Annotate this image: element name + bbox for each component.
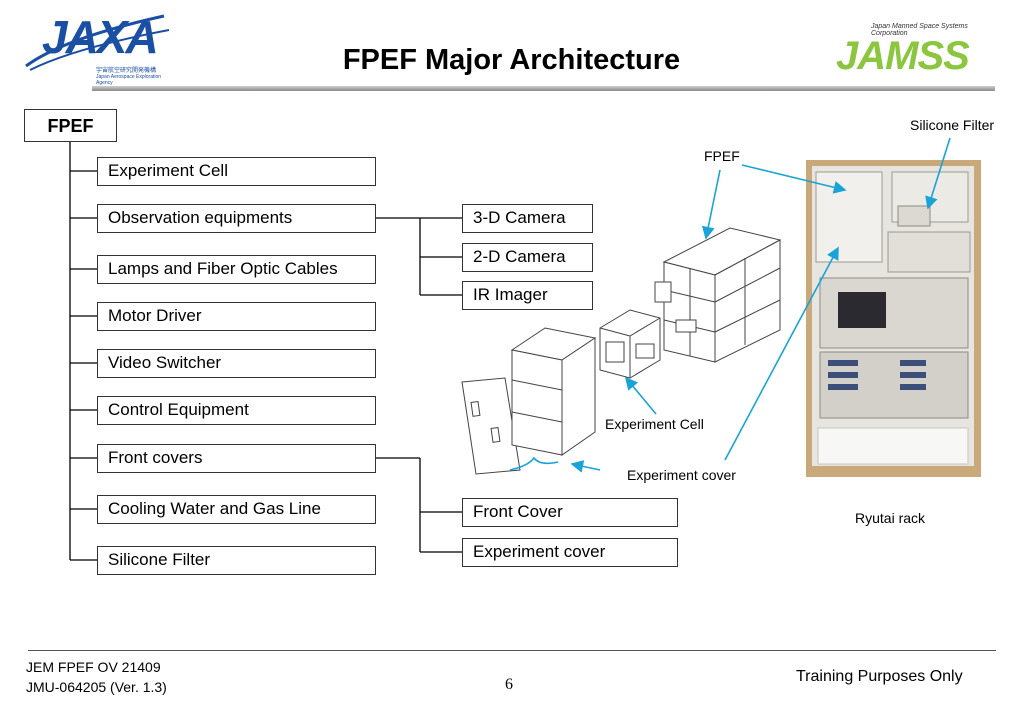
ryutai-rack-photo [806,160,981,477]
tree-leaf-ir-imager: IR Imager [462,281,593,310]
tree-node-control-equipment: Control Equipment [97,396,376,425]
tree-leaf-experiment-cover: Experiment cover [462,538,678,567]
jaxa-logo-sub2: Japan Aerospace Exploration Agency [96,74,162,86]
jaxa-logo-text: JAXA [42,11,159,63]
page-number: 6 [505,676,513,693]
header-divider [92,86,995,91]
label-fpef: FPEF [704,148,740,164]
fpef-frame-drawing [654,227,782,363]
jaxa-logo-graphic [25,14,170,71]
footer-doc-version: JMU-064205 (Ver. 1.3) [26,679,167,695]
tree-node-observation-equipments: Observation equipments [97,204,376,233]
page-title: FPEF Major Architecture [342,44,681,76]
front-cover-drawing [461,377,521,475]
tree-node-motor-driver: Motor Driver [97,302,376,331]
callout-arrows [509,137,951,473]
tree-node-lamps-fiber: Lamps and Fiber Optic Cables [97,255,376,284]
jaxa-logo: JAXA 宇宙航空研究開発機構 Japan Aerospace Explorat… [24,8,174,86]
tree-root-fpef: FPEF [24,109,117,142]
jaxa-logo-sub1: 宇宙航空研究開発機構 [96,68,157,74]
label-ryutai-rack: Ryutai rack [855,510,926,526]
jamss-logo-caption: Japan Manned Space Systems Corporation [871,23,968,37]
jamss-logo: Japan Manned Space Systems Corporation J… [836,20,1001,78]
tree-node-silicone-filter: Silicone Filter [97,546,376,575]
label-experiment-cell: Experiment Cell [605,416,704,432]
tree-node-front-covers: Front covers [97,444,376,473]
tree-leaf-3d-camera: 3-D Camera [462,204,593,233]
tree-node-experiment-cell: Experiment Cell [97,157,376,186]
tree-node-cooling-water: Cooling Water and Gas Line [97,495,376,524]
experiment-cell-drawing [599,309,661,379]
tree-connectors [69,142,462,561]
label-experiment-cover: Experiment cover [627,467,736,483]
footer-divider [28,650,996,651]
footer-notice: Training Purposes Only [796,668,963,685]
tree-node-video-switcher: Video Switcher [97,349,376,378]
tree-leaf-front-cover: Front Cover [462,498,678,527]
experiment-cover-drawing [510,327,597,456]
label-silicone-filter: Silicone Filter [910,117,995,133]
tree-leaf-2d-camera: 2-D Camera [462,243,593,272]
footer-doc-id: JEM FPEF OV 21409 [26,659,161,675]
jamss-logo-text: JAMSS [836,34,970,78]
